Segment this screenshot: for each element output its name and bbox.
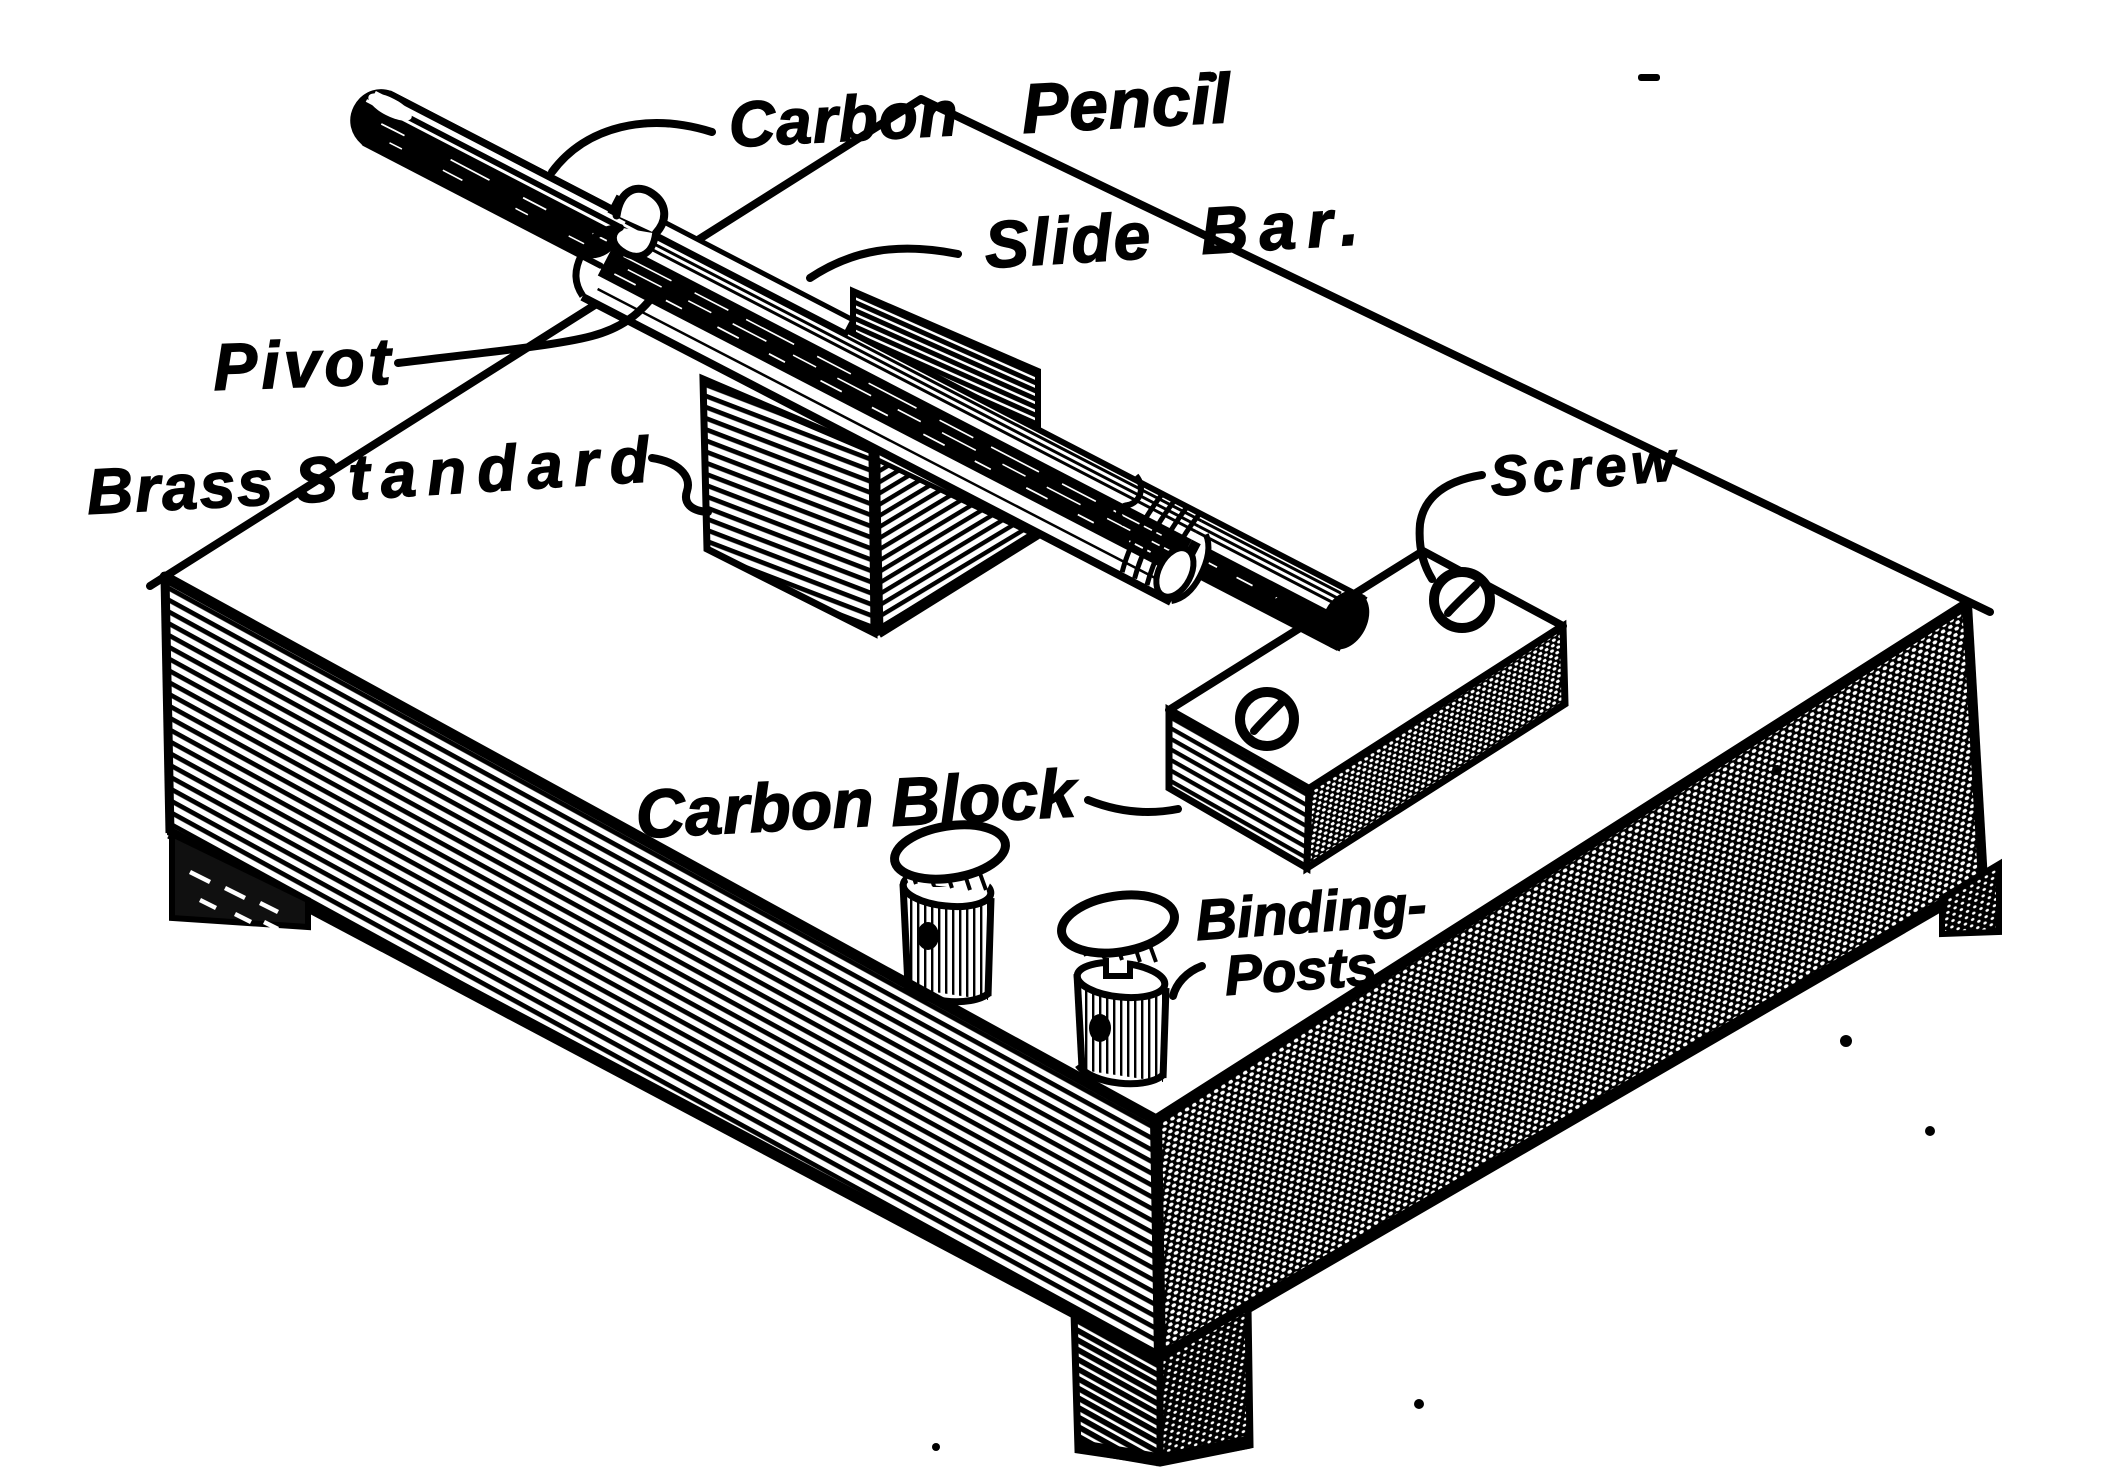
svg-text:Brass: Brass	[85, 446, 276, 528]
svg-text:Block: Block	[889, 755, 1081, 841]
svg-text:Carbon: Carbon	[727, 77, 960, 161]
svg-text:Posts: Posts	[1222, 933, 1379, 1006]
svg-text:Slide: Slide	[982, 198, 1154, 282]
svg-text:Carbon: Carbon	[634, 765, 876, 853]
svg-text:Bar.: Bar.	[1198, 184, 1371, 268]
svg-text:Pivot: Pivot	[212, 324, 396, 404]
svg-text:Pencil: Pencil	[1020, 59, 1234, 148]
